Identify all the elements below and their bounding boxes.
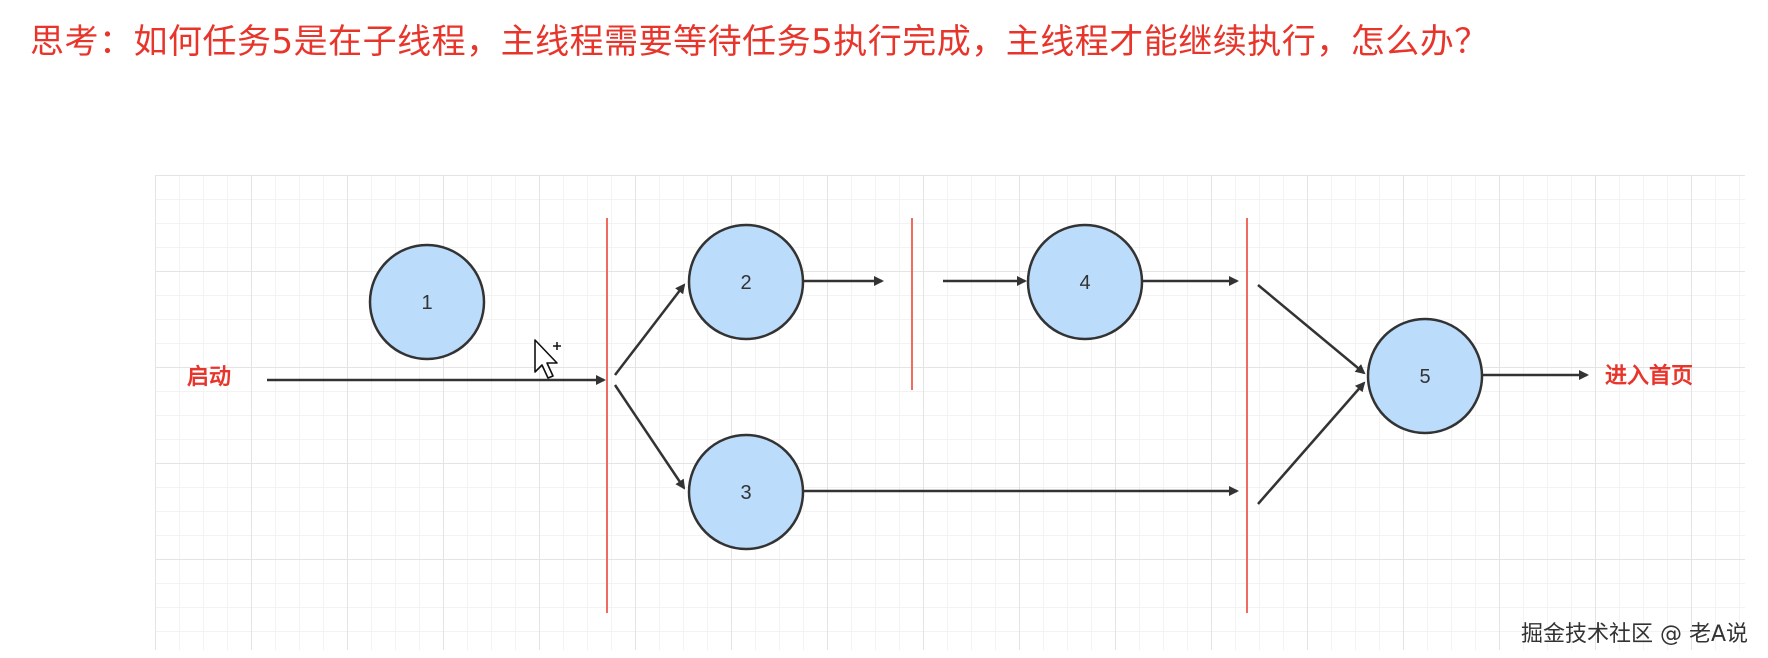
- mouse-cursor-icon: [534, 339, 561, 379]
- task-node-5: [1366, 317, 1484, 435]
- task-node-3: [687, 433, 805, 551]
- arrow-to-node-3: [613, 384, 686, 490]
- task-node-3-label: 3: [740, 482, 751, 504]
- end-label: 进入首页: [1605, 363, 1693, 389]
- task-node-2: [687, 223, 805, 341]
- arrow-merge-bottom: [1257, 381, 1366, 505]
- arrow-merge-top: [1257, 284, 1366, 375]
- task-node-4-label: 4: [1079, 272, 1090, 294]
- task-node-5-label: 5: [1419, 366, 1430, 388]
- task-node-2-label: 2: [740, 272, 751, 294]
- question-heading: 思考：如何任务5是在子线程，主线程需要等待任务5执行完成，主线程才能继续执行，怎…: [30, 22, 1489, 62]
- task-node-4: [1026, 223, 1144, 341]
- task-node-1-label: 1: [421, 292, 432, 314]
- start-label: 启动: [187, 364, 231, 390]
- watermark: 掘金技术社区 @ 老A说: [1520, 622, 1748, 647]
- arrow-to-node-2: [614, 283, 686, 376]
- task-node-1: [368, 243, 486, 361]
